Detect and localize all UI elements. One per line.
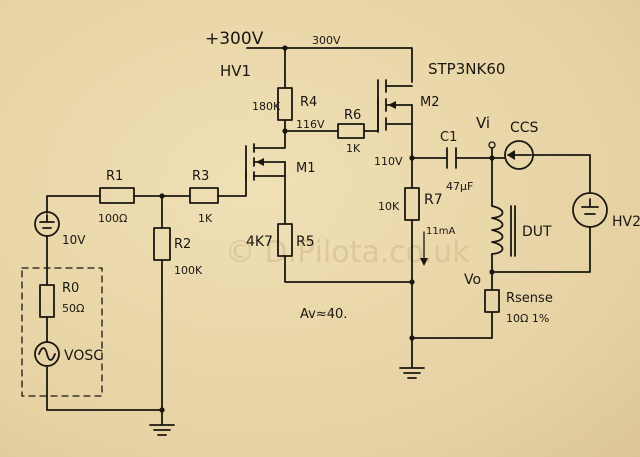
value-r7: 10K (378, 200, 400, 213)
label-r4: R4 (300, 95, 317, 110)
ground-symbol (149, 424, 175, 436)
resistor-r3 (189, 187, 219, 204)
junction-dot (489, 269, 495, 275)
junction-dot (409, 279, 415, 285)
label-r2: R2 (174, 237, 191, 252)
value-c1: 47μF (446, 180, 473, 193)
label-vi: Vi (476, 114, 490, 132)
voltage-source-10v (34, 211, 60, 237)
label-10v: 10V (62, 233, 86, 247)
current-arrowhead (420, 258, 428, 266)
voltage-source-hv2 (572, 192, 608, 228)
supply-title: +300V (205, 29, 264, 49)
label-rsense: Rsense (506, 291, 553, 306)
gain-label: Av≈40. (300, 307, 347, 322)
wire-rsense-ground (411, 311, 493, 339)
value-r3: 1K (198, 212, 213, 225)
label-c1: C1 (440, 130, 457, 145)
value-rsense: 10Ω 1% (506, 312, 549, 325)
current-source-ccs (504, 140, 534, 170)
label-vosc: VOSC (64, 348, 103, 364)
label-ccs: CCS (510, 120, 539, 136)
oscillator-box (21, 267, 103, 397)
oscillator-source (34, 341, 60, 367)
label-r5: R5 (296, 234, 315, 250)
label-dut: DUT (522, 224, 552, 240)
resistor-r2 (153, 227, 171, 261)
label-r0: R0 (62, 281, 79, 296)
mosfet-part: STP3NK60 (428, 60, 505, 78)
inductor-dut (491, 205, 516, 257)
wire-r3-gate (217, 169, 247, 197)
mosfet-m1 (245, 139, 286, 181)
label-r6: R6 (344, 108, 361, 123)
label-r3: R3 (192, 169, 209, 184)
wire-top-rail (284, 47, 413, 83)
value-r1: 100Ω (98, 212, 127, 225)
label-r7: R7 (424, 192, 443, 208)
value-r2: 100K (174, 264, 203, 277)
wire-ccs-hv2 (532, 154, 591, 193)
wire-hv2-vo (491, 226, 591, 273)
value-r4: 180K (252, 100, 281, 113)
resistor-r6 (337, 123, 365, 139)
watermark: © D.Pilota.co.uk (225, 235, 470, 270)
current-label: 11mA (426, 226, 455, 237)
mosfet-m2 (377, 79, 413, 133)
label-m2: M2 (420, 95, 440, 110)
wire-r5-bottom (284, 255, 413, 283)
capacitor-c1 (446, 147, 457, 169)
value-r5: 4K7 (246, 234, 273, 250)
resistor-r7 (404, 187, 420, 221)
wire-r6-gate (363, 97, 379, 132)
label-m1: M1 (296, 161, 316, 176)
value-r6: 1K (346, 142, 361, 155)
wire-input-top (46, 195, 101, 214)
resistor-r0 (39, 284, 55, 318)
voltage-116: 116V (296, 118, 325, 131)
supply-name: HV1 (220, 62, 251, 80)
label-hv2: HV2 (612, 214, 640, 230)
voltage-110: 110V (374, 155, 403, 168)
label-vo: Vo (464, 272, 481, 288)
rail-voltage: 300V (312, 34, 341, 47)
ground-symbol-2 (399, 367, 425, 379)
resistor-r1 (99, 187, 135, 204)
label-r1: R1 (106, 169, 123, 184)
value-r0: 50Ω (62, 302, 84, 315)
wire-ground-return (46, 409, 163, 426)
resistor-rsense (484, 289, 500, 313)
